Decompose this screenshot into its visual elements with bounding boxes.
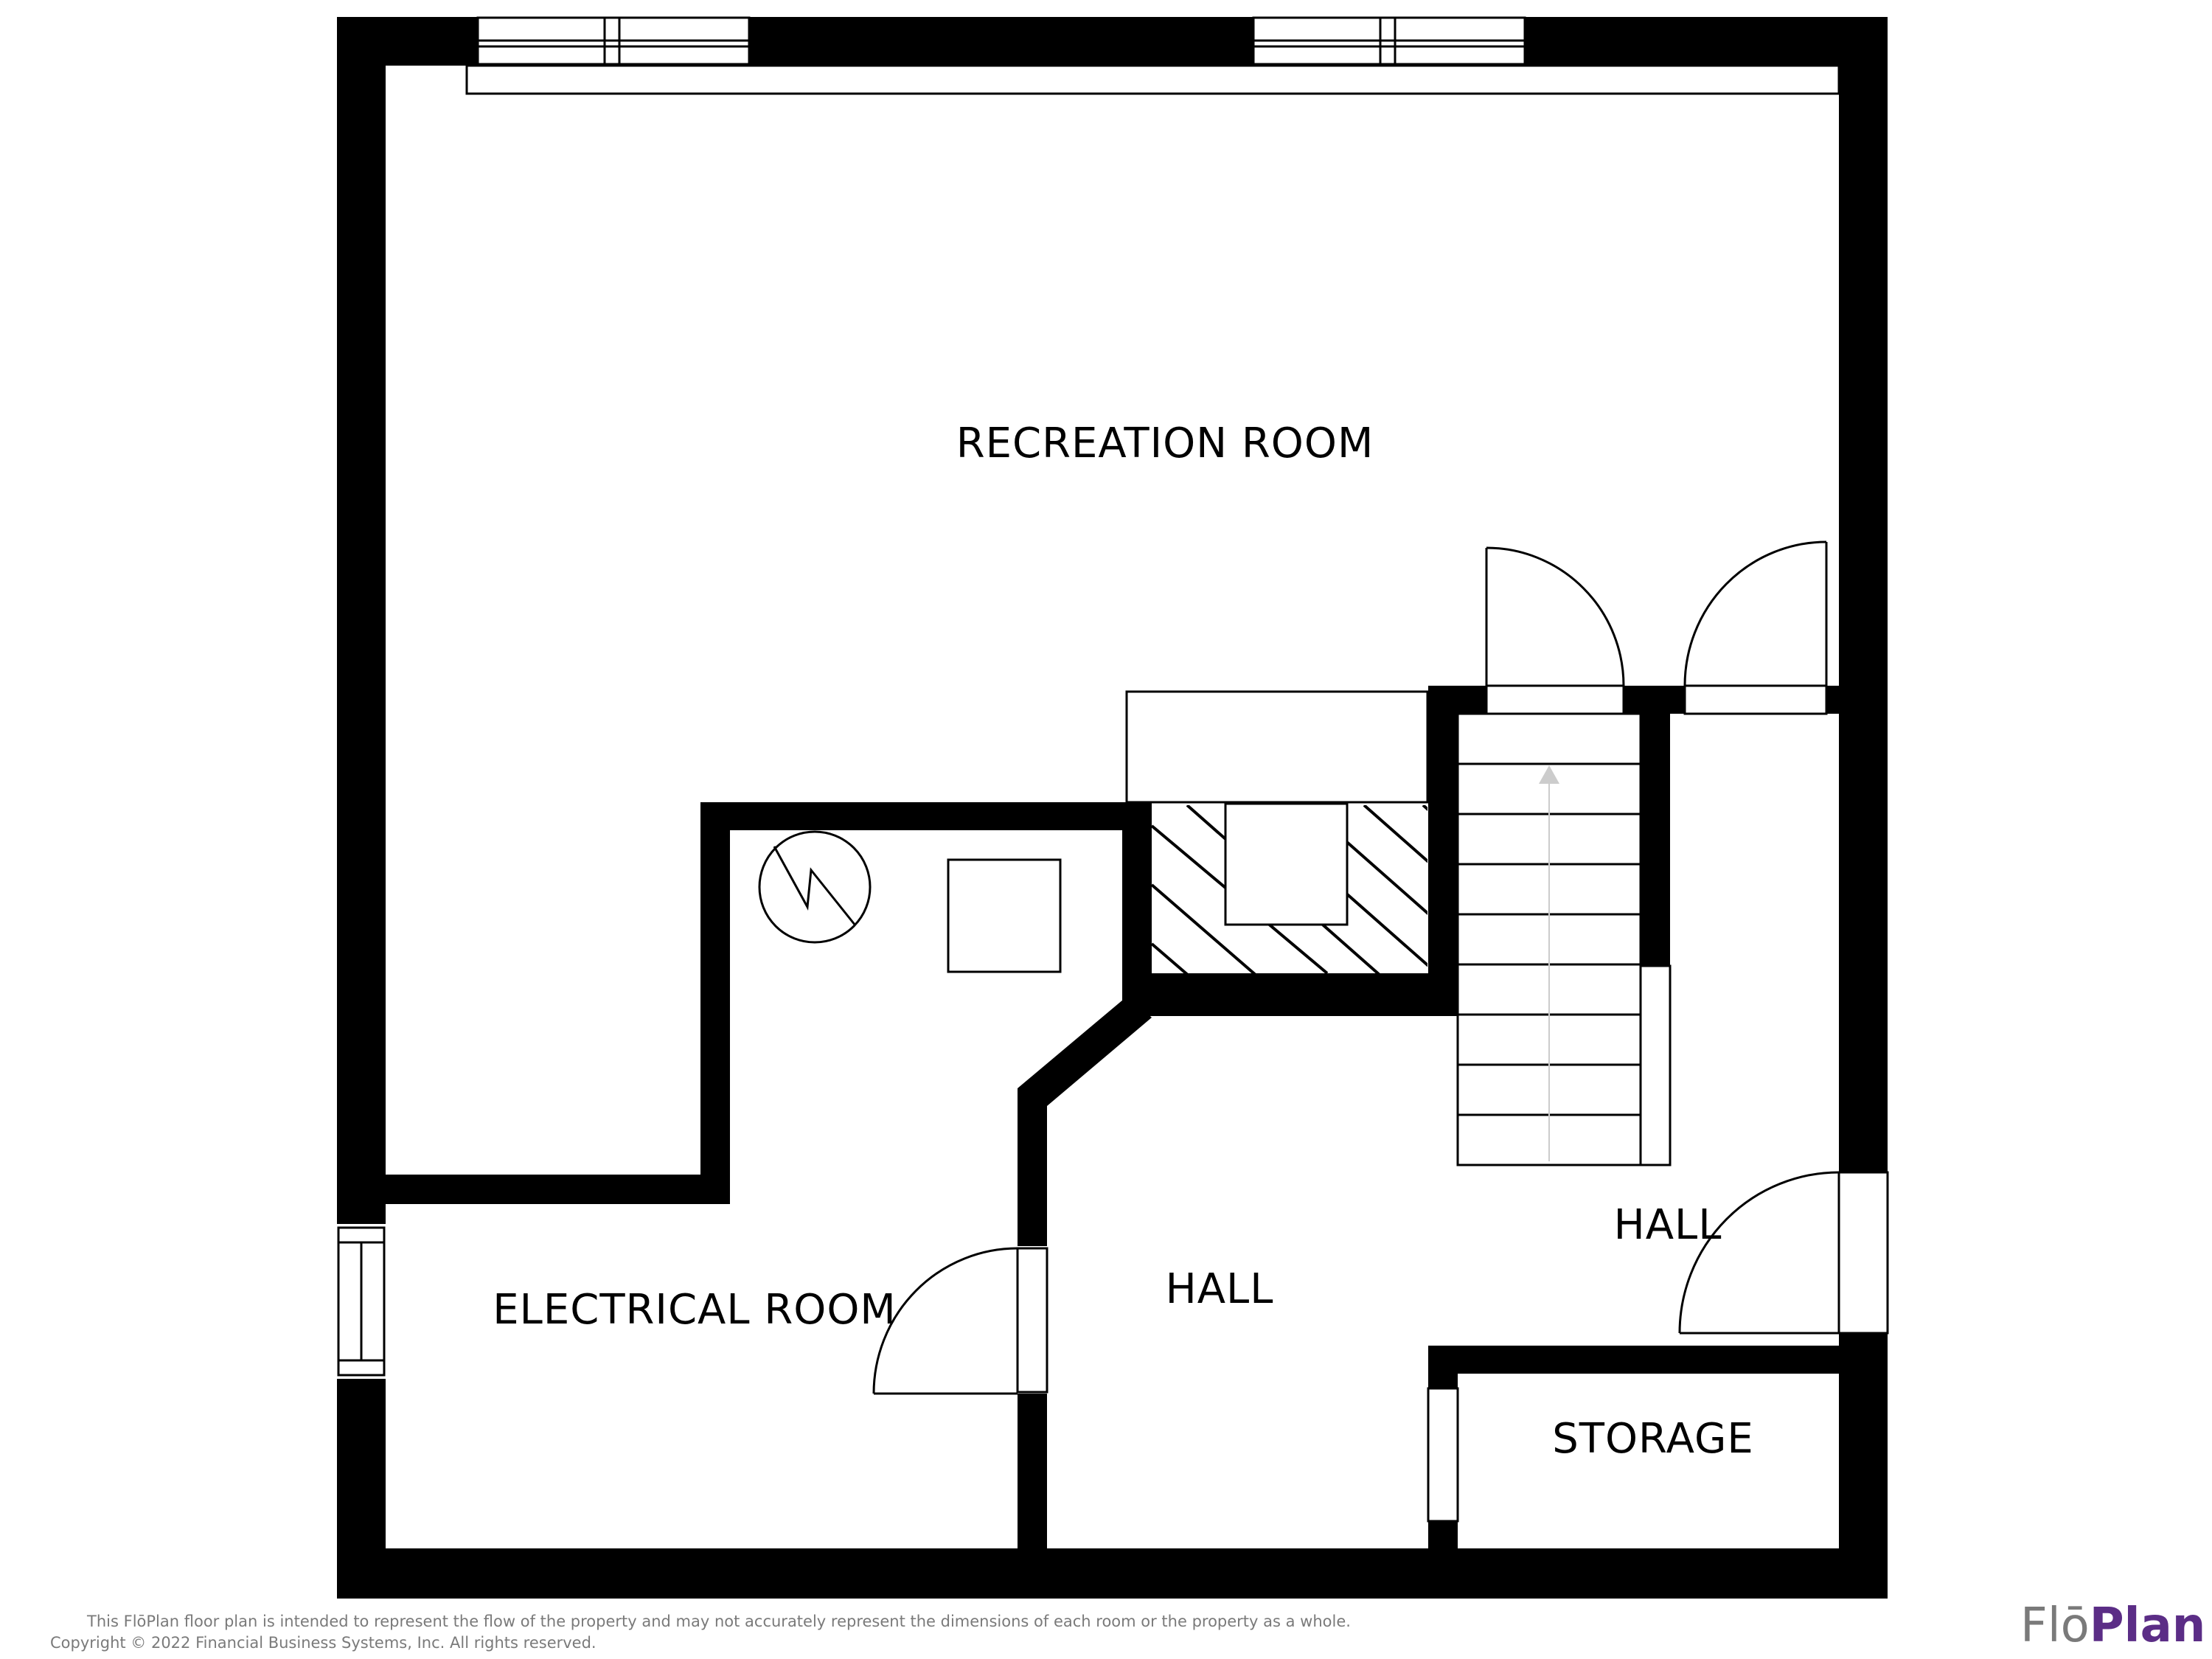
door-electrical bbox=[872, 1247, 1048, 1395]
disclaimer-copyright: Copyright © 2022 Financial Business Syst… bbox=[50, 1634, 597, 1652]
room-label-storage: STORAGE bbox=[1552, 1415, 1754, 1463]
room-label-hall-side: HALL bbox=[1614, 1201, 1722, 1249]
door-right-exterior bbox=[1678, 1171, 1889, 1335]
logo-text-flo: Flō bbox=[2020, 1599, 2090, 1653]
room-label-electrical: ELECTRICAL ROOM bbox=[493, 1286, 897, 1334]
doors bbox=[872, 540, 1889, 1523]
disclaimer: This FlōPlan floor plan is intended to r… bbox=[0, 1611, 1438, 1654]
floplan-logo: FlōPlan bbox=[2020, 1599, 2205, 1658]
counter-ledge bbox=[1125, 690, 1429, 804]
window-top-left bbox=[476, 16, 751, 66]
chimney-hatch bbox=[1152, 802, 1427, 979]
room-label-recreation: RECREATION ROOM bbox=[956, 420, 1374, 467]
stair-direction-arrow-icon bbox=[1539, 765, 1559, 784]
window-left bbox=[337, 1226, 386, 1377]
disclaimer-line-1: This FlōPlan floor plan is intended to r… bbox=[87, 1613, 1351, 1630]
staircase bbox=[1456, 712, 1672, 1166]
room-labels: RECREATION ROOM ELECTRICAL ROOM HALL HAL… bbox=[493, 420, 1754, 1463]
exterior-walls bbox=[337, 17, 1888, 1599]
door-storage bbox=[1427, 1387, 1459, 1523]
door-stair-top bbox=[1485, 546, 1625, 715]
electrical-panel-icon bbox=[758, 830, 872, 944]
interior-walls bbox=[386, 686, 1839, 1548]
fixtures bbox=[758, 690, 1429, 979]
window-top-right bbox=[1252, 16, 1526, 66]
water-heater bbox=[947, 858, 1062, 973]
logo-text-plan: Plan bbox=[2089, 1599, 2206, 1653]
windows bbox=[337, 16, 1840, 1377]
door-closet-top bbox=[1683, 540, 1828, 715]
room-label-hall-main: HALL bbox=[1166, 1265, 1274, 1313]
